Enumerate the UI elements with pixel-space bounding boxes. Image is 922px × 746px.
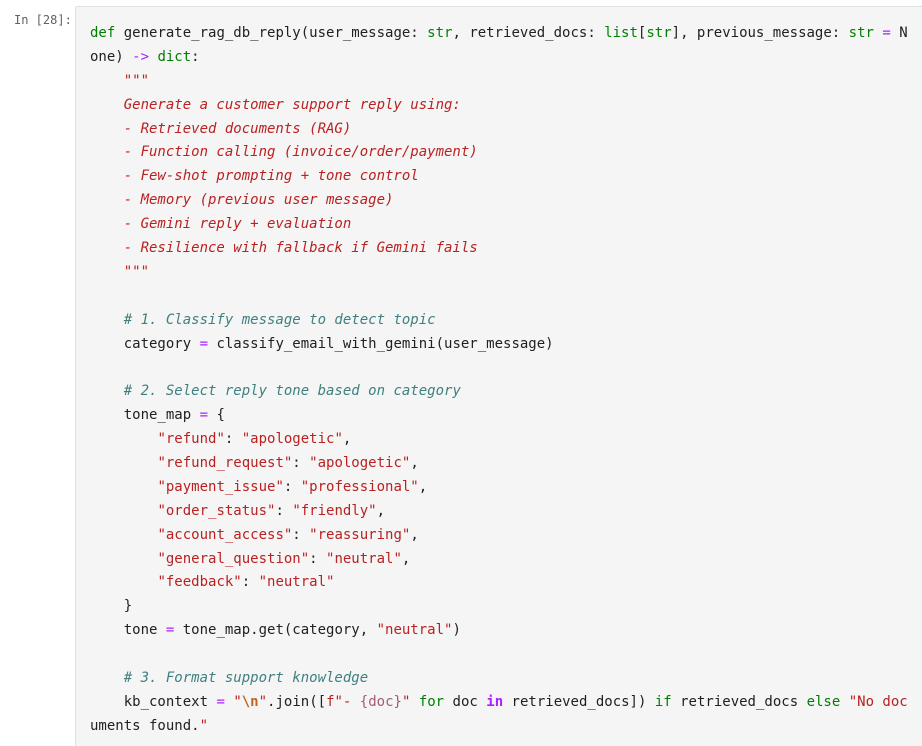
code-line: # 1. Classify message to detect topic — [123, 311, 436, 328]
code-line: "refund": "apologetic", — [157, 431, 352, 448]
cell-prompt: In [28]: — [14, 13, 72, 27]
code-line: - Gemini reply + evaluation — [90, 216, 352, 233]
code-line: } — [90, 598, 133, 615]
code-line: "account_access": "reassuring", — [157, 526, 419, 543]
code-line: category = classify_email_with_gemini(us… — [90, 335, 554, 352]
code-line: tone = tone_map.get(category, "neutral") — [90, 622, 461, 639]
code-line: # 2. Select reply tone based on category — [123, 383, 461, 400]
code-line: """ — [90, 72, 150, 89]
code-line: "feedback": "neutral" — [157, 574, 335, 591]
code-line — [90, 643, 908, 667]
code-line: - Function calling (invoice/order/paymen… — [90, 144, 478, 161]
code-line — [90, 285, 908, 309]
code-line: - Retrieved documents (RAG) — [90, 120, 352, 137]
code-line: "payment_issue": "professional", — [157, 478, 428, 495]
code-line: - Few-shot prompting + tone control — [90, 168, 419, 185]
code-line: "refund_request": "apologetic", — [157, 455, 419, 472]
code-line: tone_map = { — [90, 407, 225, 424]
code-block[interactable]: def generate_rag_db_reply(user_message: … — [90, 22, 908, 739]
code-line: """ — [90, 263, 150, 280]
code-line: - Resilience with fallback if Gemini fai… — [90, 240, 478, 257]
code-line: - Memory (previous user message) — [90, 192, 394, 209]
code-editor[interactable] — [75, 6, 922, 746]
code-line — [90, 356, 908, 380]
code-line: kb_context = "\n".join([f"- {doc}" for d… — [90, 693, 908, 710]
code-line: one) -> dict: — [90, 48, 200, 65]
code-line: uments found." — [90, 717, 209, 734]
code-line: # 3. Format support knowledge — [123, 670, 369, 687]
code-line: Generate a customer support reply using: — [90, 96, 461, 113]
code-line: "order_status": "friendly", — [157, 502, 386, 519]
code-line: def generate_rag_db_reply(user_message: … — [90, 25, 908, 41]
code-line: "general_question": "neutral", — [157, 550, 411, 567]
